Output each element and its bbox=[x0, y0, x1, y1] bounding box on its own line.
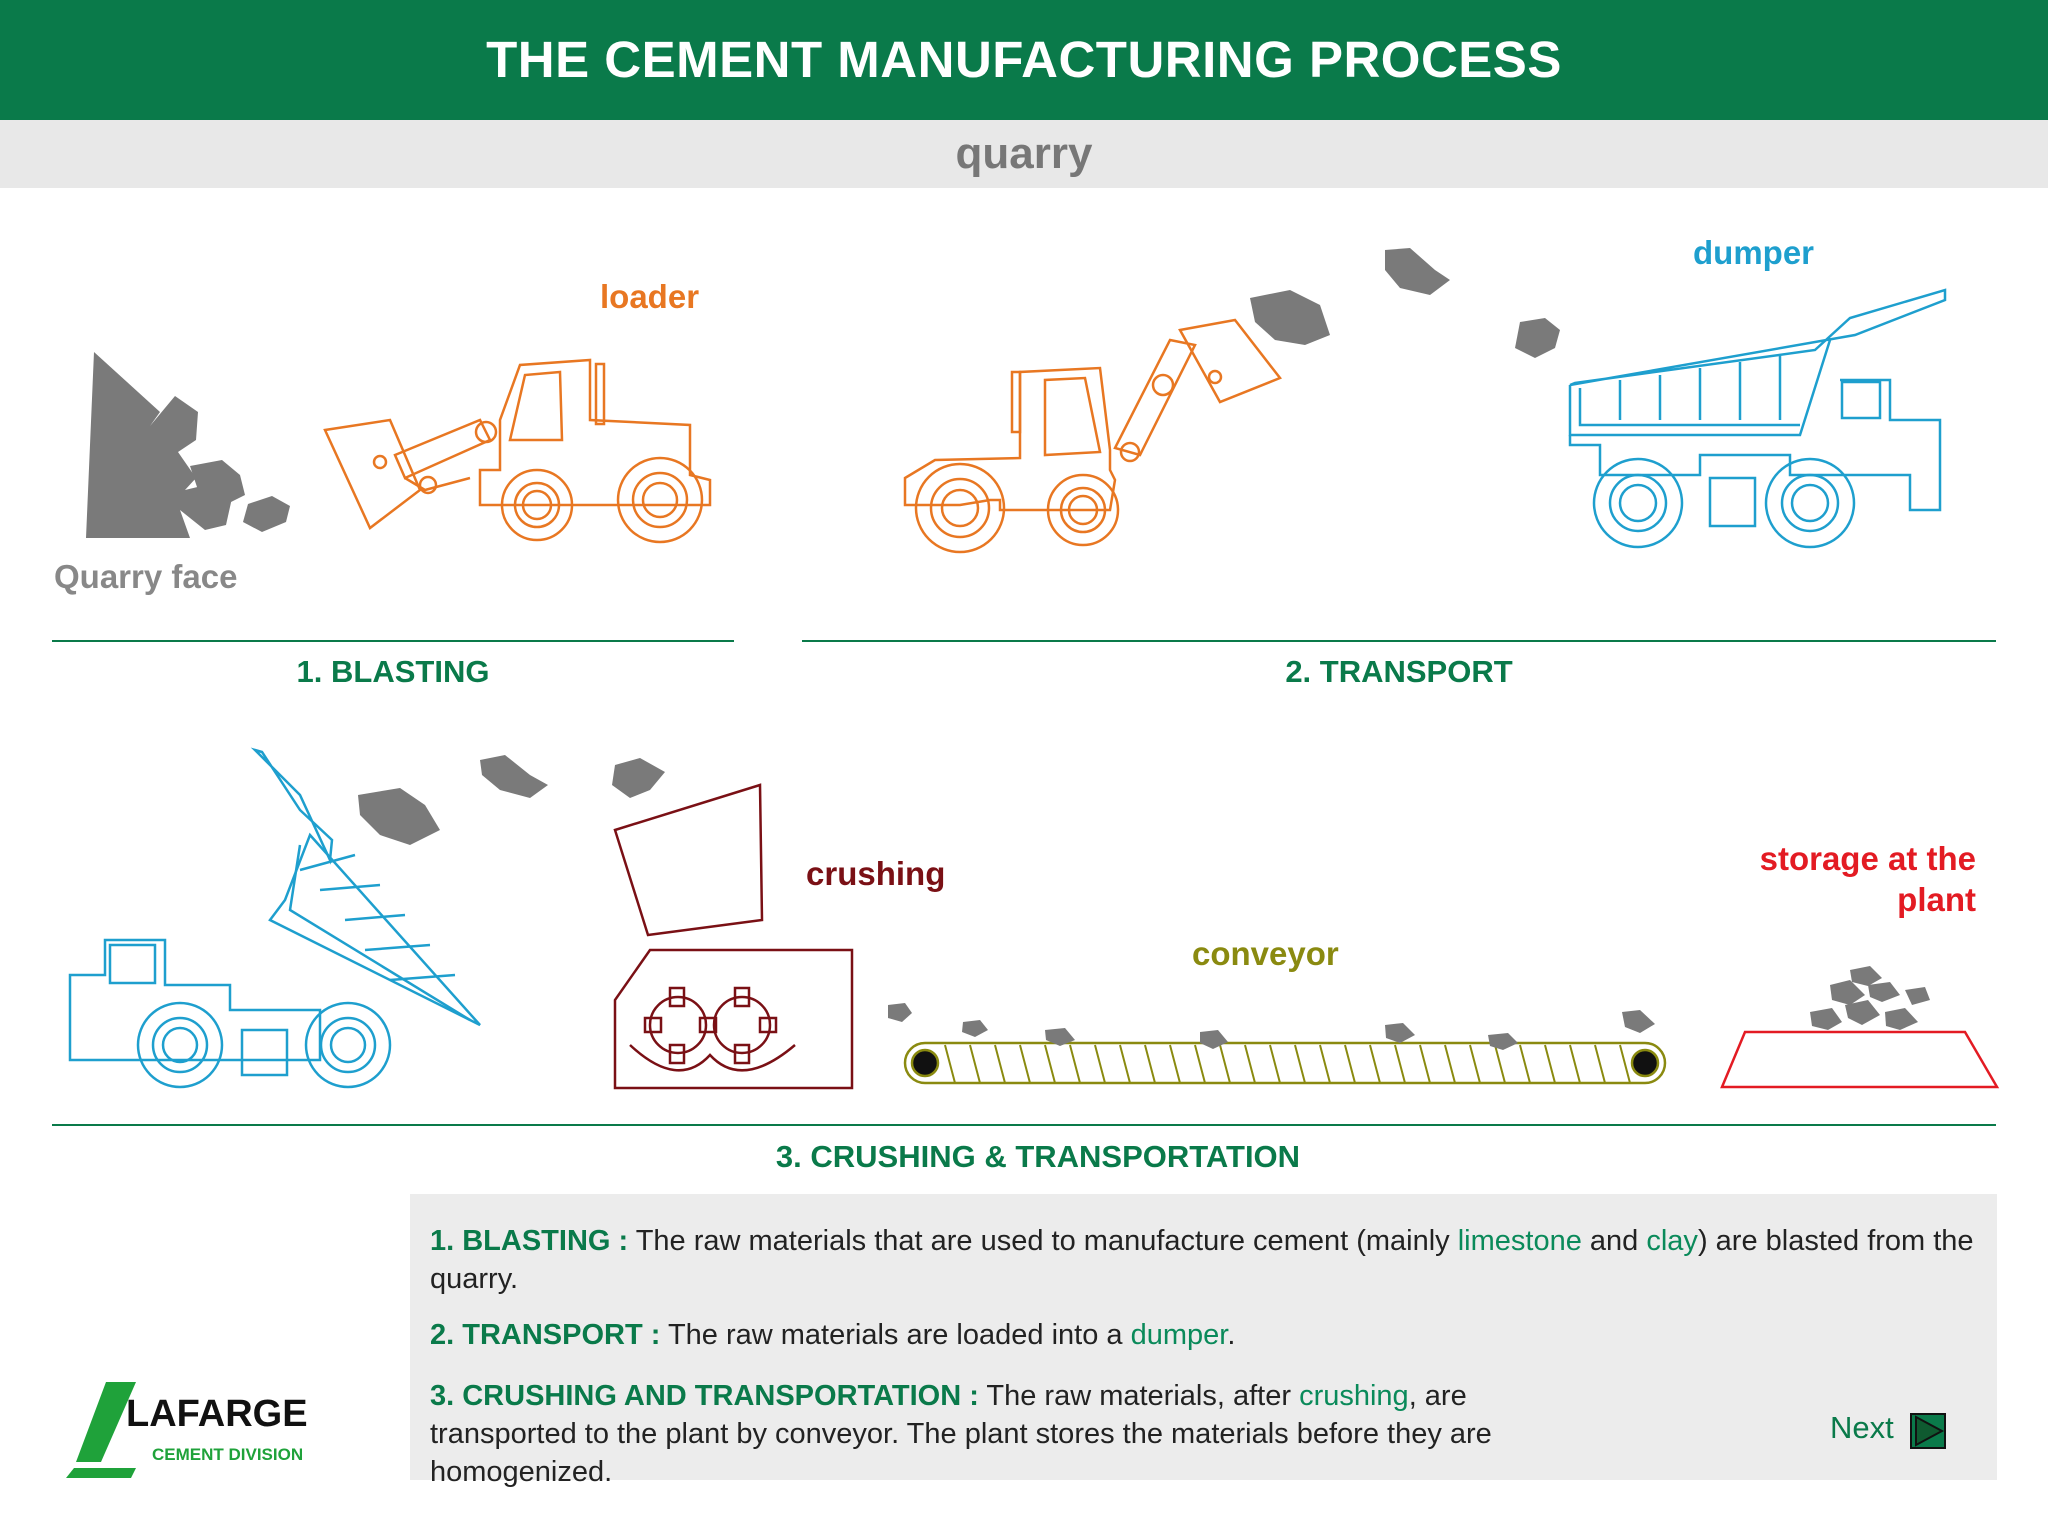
page-subtitle: quarry bbox=[0, 120, 2048, 188]
section-divider bbox=[52, 1124, 1996, 1126]
loader-icon bbox=[323, 358, 712, 544]
description-crushing: 3. CRUSHING AND TRANSPORTATION : The raw… bbox=[430, 1380, 1492, 1488]
storage-pile-icon bbox=[1720, 966, 2000, 1089]
play-arrow-icon[interactable] bbox=[1910, 1413, 1946, 1449]
next-link[interactable]: Next bbox=[1830, 1410, 1894, 1445]
dumper-truck-icon bbox=[1568, 288, 1947, 549]
rocks-falling-icon bbox=[358, 755, 665, 845]
hopper-icon bbox=[613, 783, 764, 937]
conveyor-rocks-icon bbox=[888, 1003, 1655, 1050]
section-title-blasting: 1. BLASTING bbox=[296, 654, 490, 689]
description-blasting: 1. BLASTING : The raw materials that are… bbox=[430, 1225, 1974, 1295]
conveyor-label: conveyor bbox=[1192, 935, 1339, 972]
dumper-tipping-icon bbox=[68, 747, 481, 1089]
section-title-transport: 2. TRANSPORT bbox=[1285, 654, 1513, 689]
dumper-label: dumper bbox=[1693, 234, 1815, 271]
storage-label: storage at the plant bbox=[1759, 840, 1976, 918]
lafarge-logo: LAFARGE CEMENT DIVISION bbox=[66, 1382, 308, 1478]
logo-division: CEMENT DIVISION bbox=[152, 1445, 303, 1464]
crushing-label: crushing bbox=[806, 855, 946, 892]
loader-label: loader bbox=[600, 278, 700, 315]
conveyor-icon bbox=[903, 1041, 1667, 1085]
section-divider bbox=[802, 640, 1996, 642]
quarry-face-label: Quarry face bbox=[54, 558, 238, 595]
quarry-face-icon bbox=[86, 352, 290, 538]
logo-name: LAFARGE bbox=[126, 1393, 308, 1435]
page-title: THE CEMENT MANUFACTURING PROCESS bbox=[0, 0, 2048, 120]
description-transport: 2. TRANSPORT : The raw materials are loa… bbox=[430, 1319, 1236, 1351]
rocks-icon bbox=[1250, 248, 1560, 358]
crusher-icon bbox=[613, 948, 854, 1090]
section-title-crushing: 3. CRUSHING & TRANSPORTATION bbox=[775, 1139, 1301, 1174]
section-divider bbox=[52, 640, 734, 642]
loader-lifting-icon bbox=[903, 318, 1283, 554]
description-panel: 1. BLASTING : The raw materials that are… bbox=[410, 1194, 1997, 1488]
